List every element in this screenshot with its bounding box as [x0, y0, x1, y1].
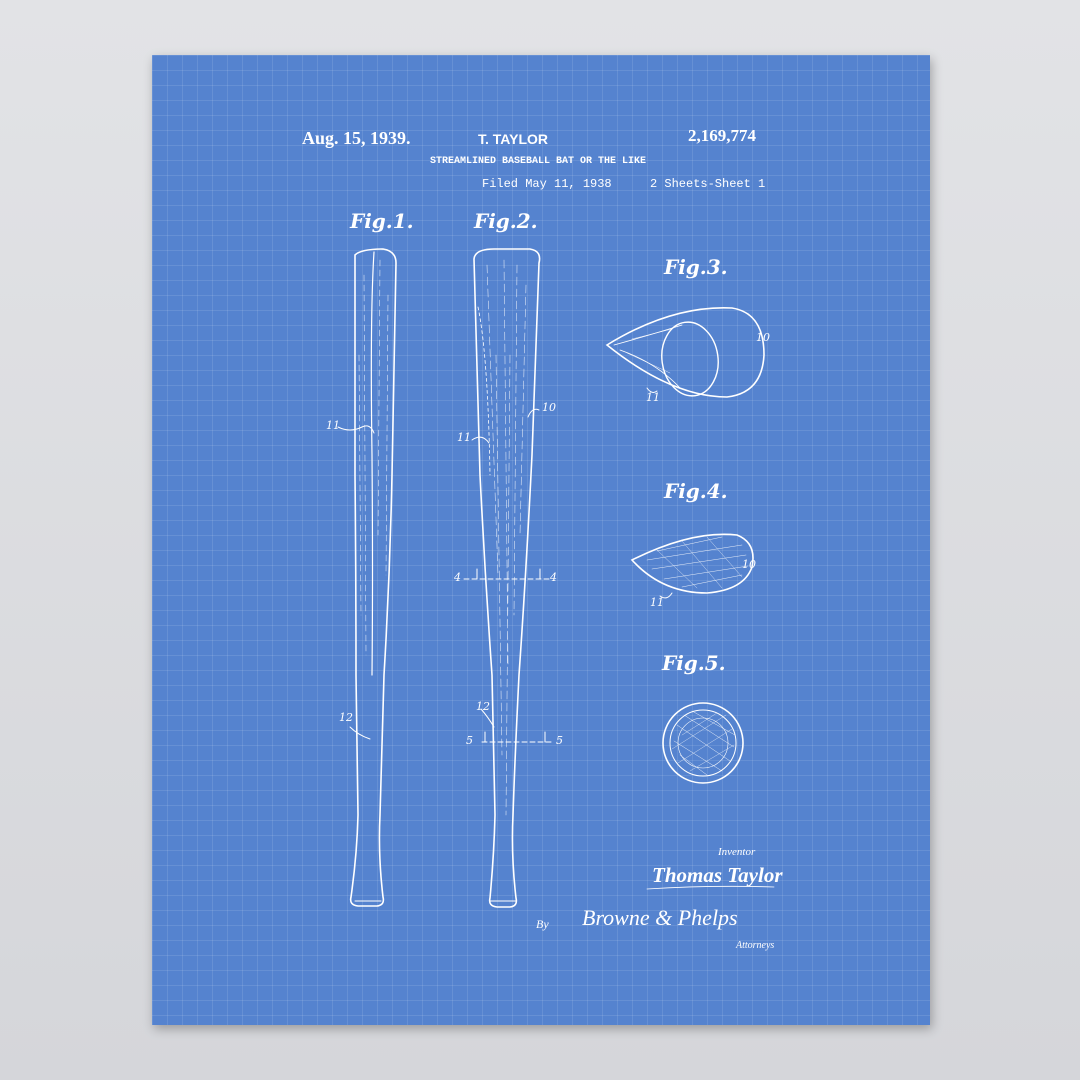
ref-12-fig1: 12: [339, 711, 353, 724]
ref-4-left: 4: [454, 571, 461, 584]
fig4-label: Fig.4.: [664, 479, 728, 503]
bat-fig2: [474, 249, 540, 907]
ref-10-fig3: 10: [756, 331, 770, 344]
fig2-label: Fig.2.: [474, 209, 538, 233]
patent-drawing: [152, 55, 930, 1025]
bat-fig1: [351, 249, 396, 906]
patent-poster: Aug. 15, 1939. T. TAYLOR 2,169,774 STREA…: [152, 55, 930, 1025]
ref-4-right: 4: [550, 571, 557, 584]
filed-date: Filed May 11, 1938: [482, 177, 612, 191]
attorneys-label: Attorneys: [736, 940, 774, 951]
ref-12-fig2: 12: [476, 700, 490, 713]
fig5-label: Fig.5.: [662, 651, 726, 675]
patent-title: STREAMLINED BASEBALL BAT OR THE LIKE: [430, 156, 646, 167]
fig1-label: Fig.1.: [350, 209, 414, 233]
fig5-shape: [663, 703, 743, 783]
attorneys-signature: Browne & Phelps: [582, 905, 738, 931]
ref-10-fig2: 10: [542, 401, 556, 414]
fig3-shape: [607, 308, 764, 397]
ref-5-right: 5: [556, 734, 563, 747]
inventor-label: Inventor: [718, 846, 755, 858]
ref-11-fig1: 11: [326, 419, 340, 432]
inventor-short: T. TAYLOR: [478, 131, 548, 147]
sheet-info: 2 Sheets-Sheet 1: [650, 177, 765, 191]
inventor-signature: Thomas Taylor: [652, 863, 783, 888]
ref-10-fig4: 10: [742, 558, 756, 571]
ref-11-fig3: 11: [646, 391, 660, 404]
fig3-label: Fig.3.: [664, 255, 728, 279]
patent-date: Aug. 15, 1939.: [302, 128, 411, 149]
ref-11-fig2: 11: [457, 431, 471, 444]
patent-number: 2,169,774: [688, 126, 756, 146]
by-label: By: [536, 917, 549, 932]
ref-5-left: 5: [466, 734, 473, 747]
ref-11-fig4: 11: [650, 596, 664, 609]
